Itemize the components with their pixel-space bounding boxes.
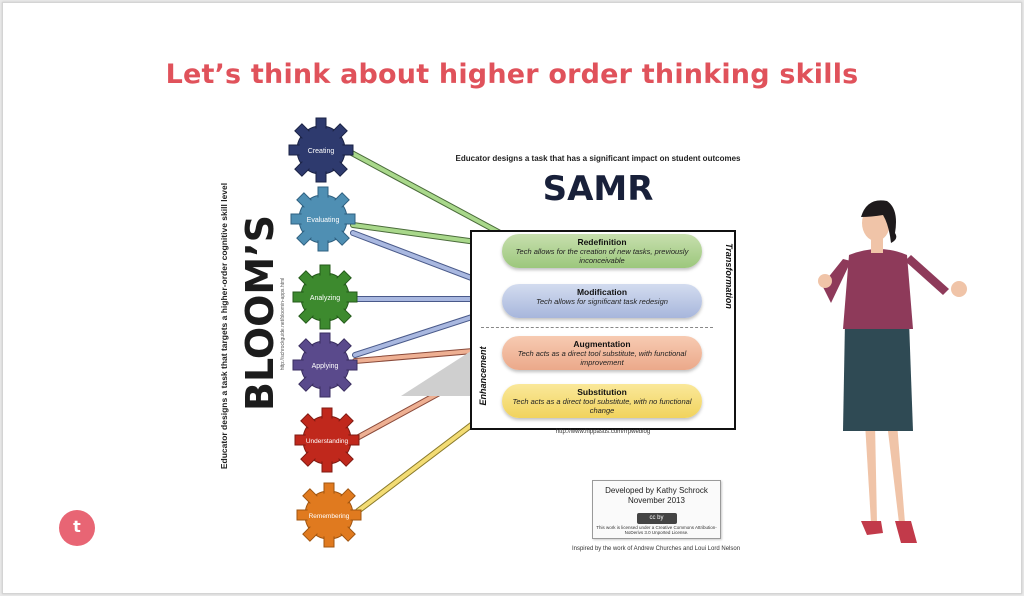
transformation-label: Transformation [724, 243, 734, 309]
level-desc: Tech allows for significant task redesig… [536, 297, 668, 306]
gear-label-understanding: Understanding [306, 438, 349, 445]
credit-license: This work is licensed under a Creative C… [596, 525, 717, 535]
gear-label-applying: Applying [312, 363, 339, 370]
level-desc: Tech allows for the creation of new task… [515, 247, 689, 265]
level-name: Augmentation [573, 339, 631, 349]
blooms-heading: BLOOM’S [238, 214, 282, 411]
gear-analyzing: Analyzing [292, 264, 358, 330]
credit-box: Developed by Kathy Schrock November 2013… [592, 480, 721, 539]
level-desc: Tech acts as a direct tool substitute, w… [512, 397, 692, 415]
gear-remembering: Remembering [296, 482, 362, 548]
enhancement-label: Enhancement [478, 346, 488, 406]
level-name: Modification [576, 287, 628, 297]
diagram-graphics: Creating Evaluating Analyzing [288, 117, 967, 548]
gear-creating: Creating [288, 117, 354, 183]
samr-level-modification: Modification Tech allows for significant… [502, 284, 702, 318]
gear-label-remembering: Remembering [309, 513, 350, 520]
credit-date: November 2013 [628, 496, 685, 505]
level-name: Substitution [577, 387, 627, 397]
gear-applying: Applying [292, 332, 358, 398]
blooms-url: http://schrockguide.net/bloomin-apps.htm… [280, 277, 286, 371]
samr-top-text: Educator designs a task that has a signi… [455, 154, 741, 163]
gear-label-evaluating: Evaluating [307, 217, 340, 224]
credit-author: Developed by Kathy Schrock [605, 486, 708, 495]
samr-title: SAMR [542, 169, 654, 209]
samr-divider [481, 327, 713, 328]
samr-level-augmentation: Augmentation Tech acts as a direct tool … [502, 336, 702, 370]
gear-label-analyzing: Analyzing [310, 295, 340, 302]
samr-url: http://www.hippasus.com/rrpweblog [555, 429, 651, 435]
gear-evaluating: Evaluating [290, 186, 356, 252]
brand-logo-icon: t [59, 510, 95, 546]
samr-shadow [401, 351, 471, 396]
presenter-woman-illustration [818, 200, 967, 543]
gear-understanding: Understanding [294, 407, 360, 473]
samr-level-substitution: Substitution Tech acts as a direct tool … [502, 384, 702, 418]
inspired-text: Inspired by the work of Andrew Churches … [571, 546, 741, 552]
level-name: Redefinition [577, 237, 627, 247]
level-desc: Tech acts as a direct tool substitute, w… [517, 349, 687, 367]
cc-badge-icon: cc by [636, 513, 677, 524]
slide-title: Let’s think about higher order thinking … [165, 59, 859, 90]
blooms-side-text: Educator designs a task that targets a h… [219, 182, 229, 470]
gear-label-creating: Creating [308, 148, 335, 155]
samr-level-redefinition: Redefinition Tech allows for the creatio… [502, 234, 702, 268]
